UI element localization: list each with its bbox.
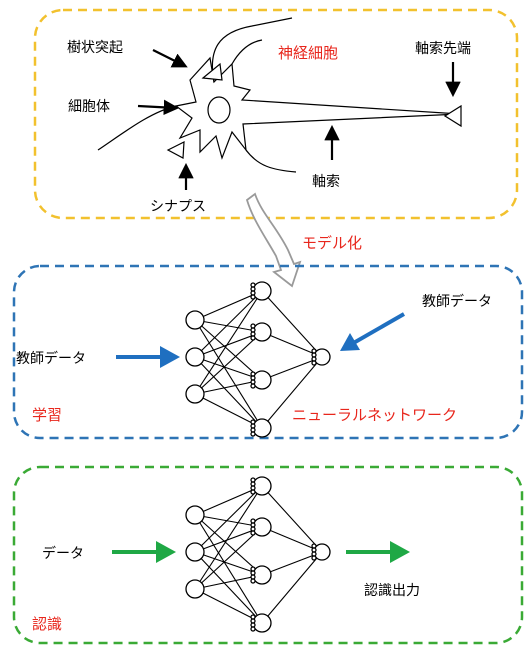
connection-line [194, 331, 263, 358]
hidden-node [252, 418, 272, 438]
network-nodes [185, 476, 331, 633]
connection-line [261, 551, 323, 624]
neuron-section-frame [33, 8, 519, 220]
network-connections [194, 485, 323, 624]
connection-line [194, 290, 263, 358]
connection-line [261, 485, 323, 553]
learning-section-frame [12, 264, 524, 440]
recognition-output-label: 認識出力 [364, 583, 420, 599]
input-node [185, 542, 205, 562]
network-label: ニューラルネットワーク [292, 406, 457, 424]
connection-line [194, 514, 263, 576]
neuron-drawing [97, 17, 462, 173]
synapse-dot [311, 360, 317, 366]
synapse-dot [250, 335, 256, 341]
connection-line [194, 290, 263, 395]
modeling-arrow [245, 192, 302, 288]
teacher-output-label: 教師データ [422, 293, 492, 310]
input-node [185, 384, 205, 404]
recognition-neural-network [185, 476, 331, 633]
network-connections [194, 290, 323, 429]
axon-label: 軸索 [312, 173, 340, 190]
synapse-dot [250, 294, 256, 300]
connection-line [194, 526, 263, 553]
axon-terminal-label: 軸索先端 [415, 40, 471, 57]
hidden-node [252, 517, 272, 537]
synapse-dot [250, 626, 256, 632]
synapse-dot [250, 489, 256, 495]
synapse-dot [250, 383, 256, 389]
data-input-label: データ [42, 545, 84, 562]
connection-line [261, 331, 323, 358]
dendrite-arrow [152, 49, 188, 68]
synapse-label: シナプス [150, 199, 206, 215]
hidden-node [252, 370, 272, 390]
connection-line [194, 514, 263, 624]
connection-line [194, 356, 263, 381]
connection-line [261, 526, 323, 553]
input-node [185, 347, 205, 367]
connection-line [194, 319, 263, 381]
connection-line [261, 551, 323, 576]
hidden-node [252, 322, 272, 342]
connection-line [194, 526, 263, 590]
neuron-label-arrows [137, 49, 461, 190]
cell-body-label: 細胞体 [68, 99, 110, 115]
data-input-arrow [112, 541, 176, 563]
synapse-dot [311, 555, 317, 561]
connection-line [194, 331, 263, 395]
neuron-section-title: 神経細胞 [278, 44, 338, 62]
hidden-node [252, 613, 272, 633]
recognition-output-arrow [346, 541, 410, 563]
input-node [185, 579, 205, 599]
recognition-section-frame [12, 465, 524, 645]
connection-line [194, 356, 263, 429]
synapse-dot [250, 431, 256, 437]
connection-line [194, 551, 263, 576]
synapse-dot [250, 530, 256, 536]
connection-line [194, 319, 263, 429]
hidden-node [252, 476, 272, 496]
connection-line [261, 290, 323, 358]
connection-line [261, 356, 323, 381]
hidden-node [252, 281, 272, 301]
connection-line [194, 485, 263, 590]
teacher-input-arrow [116, 346, 180, 368]
recognition-section-title: 認識 [32, 615, 62, 633]
connection-line [261, 356, 323, 429]
dendrite-label: 樹状突起 [67, 40, 123, 56]
learning-section-title: 学習 [32, 406, 62, 424]
teacher-output-arrow [340, 312, 405, 351]
learning-neural-network [185, 281, 331, 438]
modeling-label: モデル化 [302, 234, 362, 252]
connection-line [194, 551, 263, 624]
connection-line [194, 485, 263, 553]
hidden-node [252, 565, 272, 585]
teacher-input-label: 教師データ [16, 350, 86, 367]
network-nodes [185, 281, 331, 438]
input-node [185, 505, 205, 525]
cell-body-arrow [137, 99, 180, 116]
input-node [185, 310, 205, 330]
synapse-dot [250, 578, 256, 584]
